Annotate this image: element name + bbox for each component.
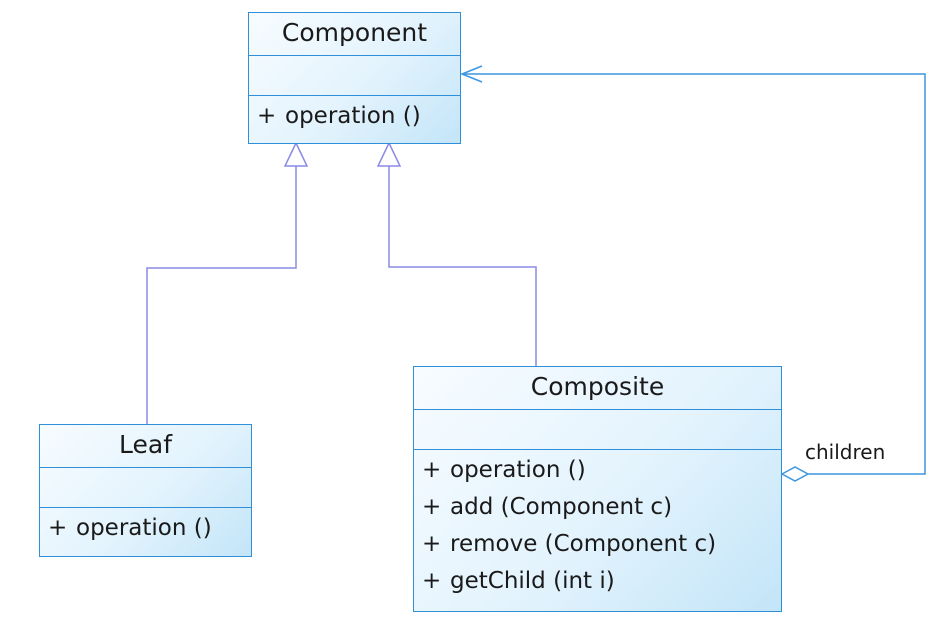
operation-signature: add (Component c) bbox=[450, 494, 673, 520]
operation-signature: operation () bbox=[450, 457, 586, 483]
component-class-name: Component bbox=[249, 13, 460, 56]
operation-signature: getChild (int i) bbox=[450, 568, 615, 594]
composite-attributes-compartment bbox=[414, 410, 781, 450]
composite-generalization-line bbox=[388, 166, 537, 367]
composite-operations-compartment: + operation () + add (Component c) + remove… bbox=[414, 450, 781, 600]
composite-generalization-arrowhead bbox=[376, 141, 402, 167]
children-role-label: children bbox=[805, 440, 886, 464]
leaf-class-name: Leaf bbox=[40, 425, 251, 468]
operation-signature: operation () bbox=[76, 515, 212, 541]
component-class: Component + operation () bbox=[248, 12, 461, 144]
visibility-marker: + bbox=[422, 531, 442, 557]
composite-class-name: Composite bbox=[414, 367, 781, 410]
component-attributes-compartment bbox=[249, 56, 460, 96]
operation-item: + operation () bbox=[257, 98, 460, 135]
leaf-attributes-compartment bbox=[40, 468, 251, 508]
composite-class: Composite + operation () + add (Component … bbox=[413, 366, 782, 612]
visibility-marker: + bbox=[422, 568, 442, 594]
leaf-class: Leaf + operation () bbox=[39, 424, 252, 557]
component-operations-compartment: + operation () bbox=[249, 96, 460, 135]
children-navigation-arrowhead bbox=[459, 65, 483, 83]
leaf-generalization-arrowhead bbox=[283, 141, 309, 167]
operation-item: + add (Component c) bbox=[422, 489, 781, 526]
visibility-marker: + bbox=[48, 515, 68, 541]
children-aggregation-line bbox=[462, 73, 926, 475]
operation-item: + operation () bbox=[422, 452, 781, 489]
visibility-marker: + bbox=[422, 494, 442, 520]
visibility-marker: + bbox=[257, 103, 277, 129]
aggregation-diamond bbox=[780, 466, 810, 482]
operation-item: + remove (Component c) bbox=[422, 526, 781, 563]
operation-item: + getChild (int i) bbox=[422, 563, 781, 600]
leaf-operations-compartment: + operation () bbox=[40, 508, 251, 547]
operation-signature: remove (Component c) bbox=[450, 531, 717, 557]
visibility-marker: + bbox=[422, 457, 442, 483]
operation-signature: operation () bbox=[285, 103, 421, 129]
leaf-generalization-line bbox=[146, 166, 297, 425]
operation-item: + operation () bbox=[48, 510, 251, 547]
